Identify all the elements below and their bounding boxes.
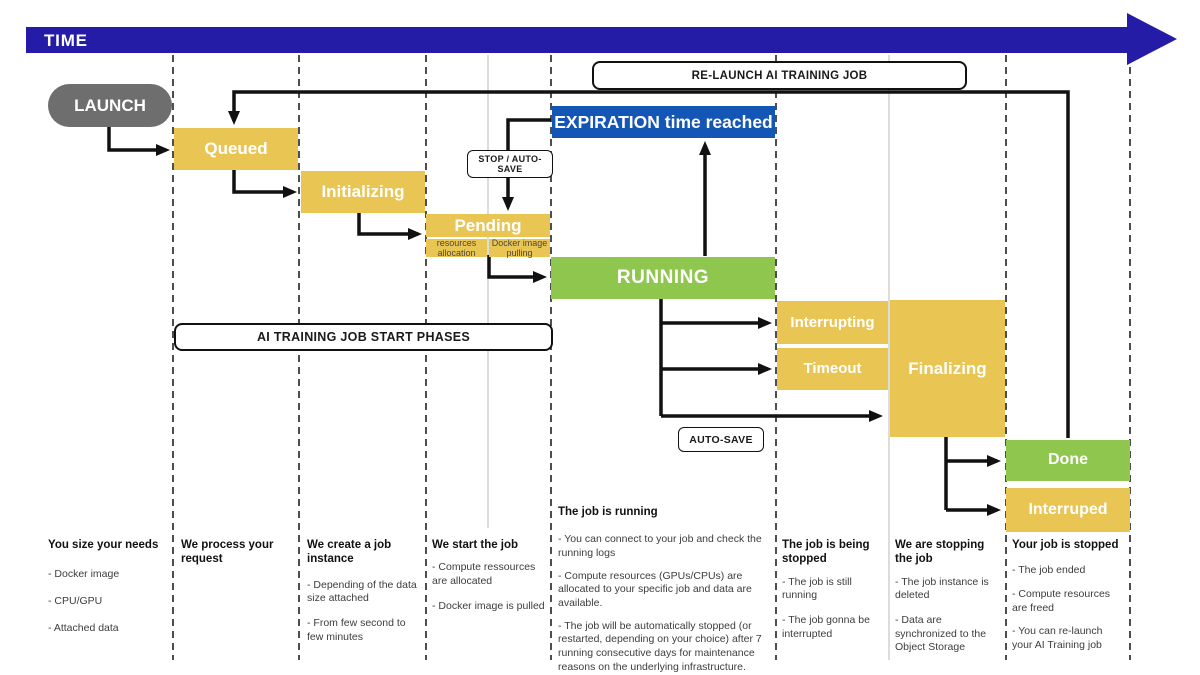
column-item: - Compute resources are freed <box>1012 588 1111 614</box>
time-axis-label: TIME <box>44 31 88 50</box>
column-heading: Your job is stopped <box>1012 539 1119 551</box>
state-pending-resources-allocation: resources allocation <box>426 238 487 258</box>
column-size-your-needs: You size your needs - Docker image - CPU… <box>48 538 172 644</box>
column-item: - The job gonna be interrupted <box>782 614 870 640</box>
column-heading: We create a job instance <box>307 539 392 566</box>
column-item: - Compute ressources are allocated <box>432 561 536 588</box>
state-initializing: Initializing <box>301 171 425 213</box>
column-process-request: We process your request <box>181 538 291 576</box>
column-heading: You size your needs <box>48 539 159 551</box>
column-item: - The job will be automatically stopped … <box>558 619 762 673</box>
column-job-being-stopped: The job is being stopped - The job is st… <box>782 538 882 650</box>
time-axis-arrow <box>26 13 1177 65</box>
state-running: RUNNING <box>551 257 775 299</box>
relaunch-label: RE-LAUNCH AI TRAINING JOB <box>592 61 967 90</box>
column-item: - CPU/GPU <box>48 595 103 608</box>
column-job-stopped: Your job is stopped - The job ended - Co… <box>1012 538 1122 662</box>
column-job-running: The job is running - You can connect to … <box>558 505 768 675</box>
state-queued: Queued <box>174 128 298 170</box>
autosave-label: AUTO-SAVE <box>678 427 764 452</box>
column-item: - Compute resources (GPUs/CPUs) are allo… <box>558 569 752 609</box>
stop-autosave-label: STOP / AUTO-SAVE <box>467 150 553 178</box>
column-item: - Data are synchronized to the Object St… <box>895 614 987 654</box>
column-dividers-light <box>487 55 890 660</box>
column-start-job: We start the job - Compute ressources ar… <box>432 538 545 622</box>
state-timeout: Timeout <box>777 348 888 390</box>
column-stopping-job: We are stopping the job - The job instan… <box>895 538 999 664</box>
column-heading: We process your request <box>181 539 274 566</box>
column-item: - Depending of the data size attached <box>307 578 417 605</box>
column-heading: We are stopping the job <box>895 539 985 566</box>
launch-node: LAUNCH <box>48 84 172 127</box>
column-item: - You can connect to your job and check … <box>558 533 762 560</box>
state-expiration-time-reached: EXPIRATION time reached <box>552 106 775 138</box>
column-item: - The job ended <box>1012 564 1086 577</box>
start-phases-label: AI TRAINING JOB START PHASES <box>174 323 553 351</box>
column-item: - The job instance is deleted <box>895 575 989 602</box>
state-finalizing: Finalizing <box>890 300 1005 437</box>
column-item: - From few second to few minutes <box>307 617 406 643</box>
state-interruped: Interruped <box>1006 488 1130 532</box>
column-item: - Docker image is pulled <box>432 599 545 612</box>
column-item: - Attached data <box>48 621 119 634</box>
column-heading: The job is being stopped <box>782 539 870 566</box>
state-done: Done <box>1006 440 1130 481</box>
state-pending: Pending <box>426 214 550 237</box>
column-item: - Docker image <box>48 568 120 581</box>
state-interrupting: Interrupting <box>777 301 888 344</box>
state-pending-docker-image-pulling: Docker image pulling <box>489 238 550 258</box>
column-heading: We start the job <box>432 539 519 551</box>
column-item: - The job is still running <box>782 575 852 602</box>
column-heading: The job is running <box>558 506 658 518</box>
column-create-job-instance: We create a job instance - Depending of … <box>307 538 419 653</box>
column-item: - You can re-launch your AI Training job <box>1012 625 1103 651</box>
flow-arrows <box>107 90 1070 516</box>
